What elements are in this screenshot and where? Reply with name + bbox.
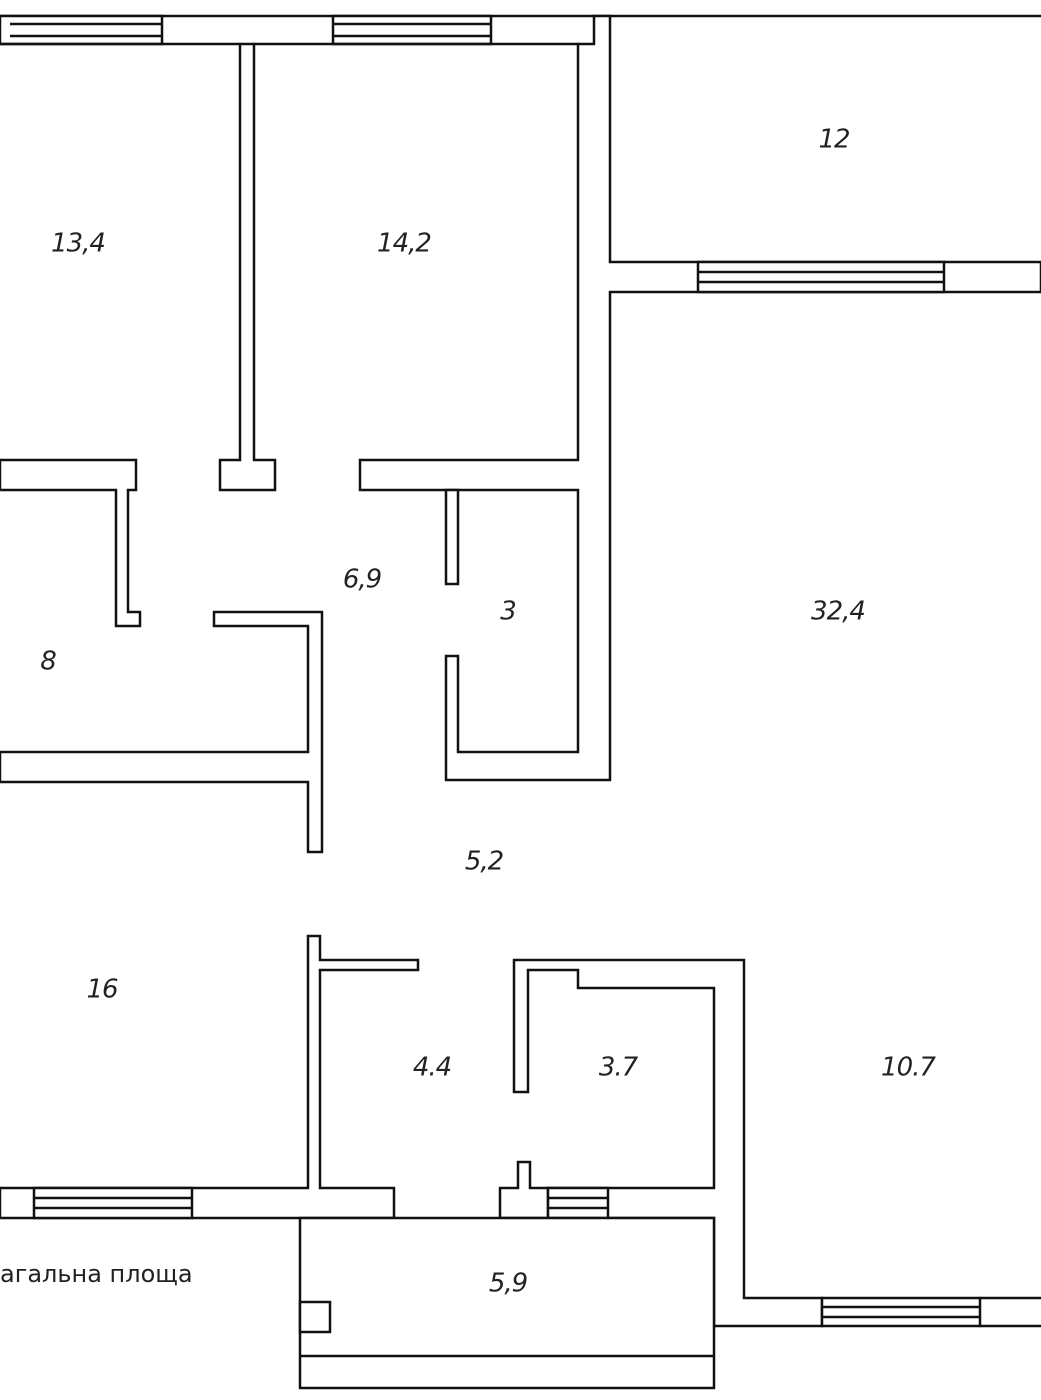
window-room-3-7 [546, 1186, 610, 1220]
room-label-14-2: 14,2 [377, 229, 431, 259]
wall-room-16-right [0, 934, 420, 1220]
wall-partition-13-14 [218, 42, 277, 492]
wall-room-3-7-stub [498, 1160, 550, 1220]
room-label-3-7: 3.7 [599, 1053, 639, 1083]
room-label-12: 12 [818, 125, 849, 155]
window-bottom-left [32, 1186, 194, 1220]
window-top-middle [331, 14, 493, 46]
room-label-5-9: 5,9 [489, 1269, 527, 1299]
wall-room-8-right [0, 610, 324, 854]
wall-room-3-stub [444, 488, 460, 586]
window-top-left [0, 14, 164, 46]
room-label-8: 8 [40, 647, 56, 677]
wall-room-8-top [0, 458, 142, 628]
room-label-32-4: 32,4 [811, 597, 865, 627]
window-room-12 [696, 260, 946, 294]
room-label-4-4: 4.4 [413, 1053, 451, 1083]
room-label-6-9: 6,9 [343, 565, 381, 595]
room-label-13-4: 13,4 [51, 229, 105, 259]
room-label-3: 3 [500, 597, 516, 627]
window-room-10-7 [820, 1296, 982, 1328]
room-label-10-7: 10.7 [881, 1053, 936, 1083]
balcony-5-9 [298, 1216, 716, 1390]
total-area-caption: агальна площа [0, 1260, 193, 1288]
room-label-5-2: 5,2 [465, 847, 503, 877]
wall-room-14-right [358, 14, 1041, 782]
room-label-16: 16 [86, 975, 118, 1005]
